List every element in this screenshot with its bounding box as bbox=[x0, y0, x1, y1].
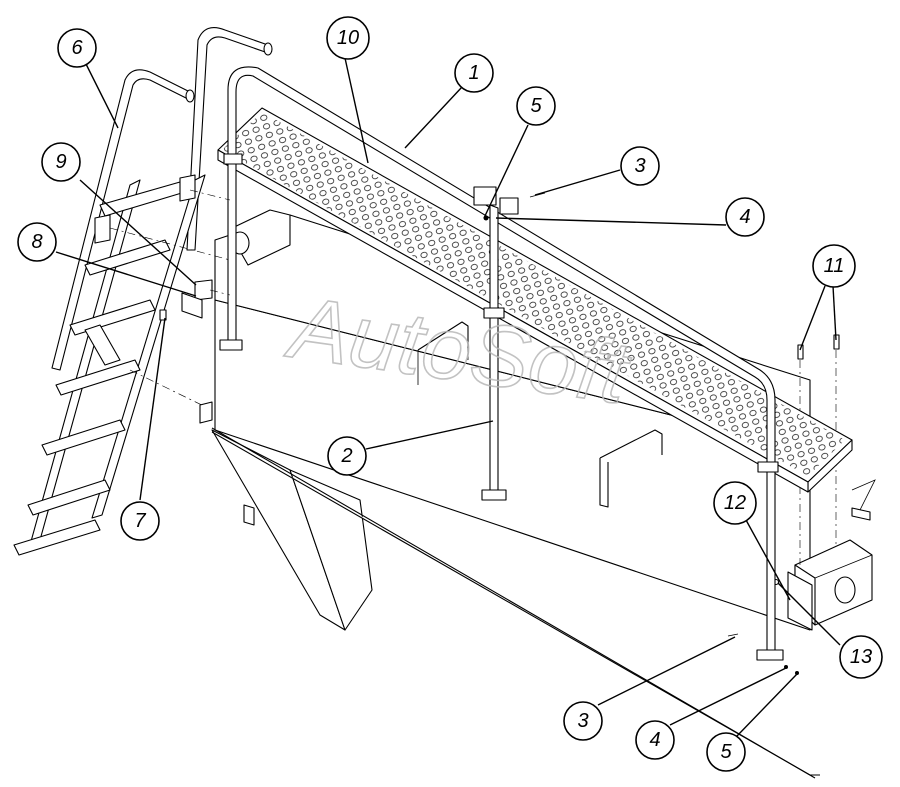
callout-9: 9 bbox=[41, 142, 81, 182]
callout-4-bottom: 4 bbox=[635, 720, 675, 760]
z-bracket-center bbox=[417, 321, 469, 385]
callout-5-top: 5 bbox=[516, 86, 556, 126]
grated-platform bbox=[217, 107, 853, 493]
fastener-bottom bbox=[727, 633, 799, 675]
callout-3-top-label: 3 bbox=[634, 155, 645, 177]
callout-4-top: 4 bbox=[725, 197, 765, 237]
callout-5-top-label: 5 bbox=[530, 95, 542, 117]
junction-box bbox=[772, 539, 873, 631]
callout-8-label: 8 bbox=[31, 231, 42, 253]
callout-1: 1 bbox=[454, 53, 494, 93]
callout-12: 12 bbox=[713, 481, 757, 525]
callout-2-label: 2 bbox=[340, 445, 352, 467]
callout-13-label: 13 bbox=[850, 646, 872, 668]
callout-3-bottom: 3 bbox=[563, 701, 603, 741]
callout-8: 8 bbox=[17, 222, 57, 262]
fastener-bolt-top bbox=[473, 186, 546, 221]
callout-3-bottom-label: 3 bbox=[577, 710, 588, 732]
callout-7: 7 bbox=[120, 501, 160, 541]
callout-10: 10 bbox=[326, 16, 370, 60]
callout-11: 11 bbox=[812, 244, 856, 288]
ladder bbox=[13, 174, 231, 556]
callout-5-bottom: 5 bbox=[706, 732, 746, 772]
callout-13: 13 bbox=[839, 635, 883, 679]
callout-6-label: 6 bbox=[71, 37, 83, 59]
callout-7-label: 7 bbox=[134, 510, 146, 532]
callout-3-top: 3 bbox=[620, 146, 660, 186]
callout-9-label: 9 bbox=[55, 151, 66, 173]
z-bracket-right bbox=[599, 429, 663, 508]
callout-1-label: 1 bbox=[468, 62, 479, 84]
leader-lines bbox=[55, 57, 841, 737]
callout-4-bottom-label: 4 bbox=[649, 729, 660, 751]
callout-11-label: 11 bbox=[824, 255, 845, 277]
mounting-bracket-left bbox=[227, 209, 291, 266]
weld-line bbox=[211, 427, 820, 779]
callout-5-bottom-label: 5 bbox=[720, 741, 732, 763]
callout-12-label: 12 bbox=[724, 492, 746, 514]
callout-6: 6 bbox=[57, 28, 97, 68]
support-leg bbox=[211, 429, 373, 631]
ladder-handrail bbox=[51, 27, 273, 371]
handrail bbox=[219, 66, 784, 661]
callout-2: 2 bbox=[327, 436, 367, 476]
callout-10-label: 10 bbox=[337, 27, 359, 49]
callout-4-top-label: 4 bbox=[739, 206, 750, 228]
